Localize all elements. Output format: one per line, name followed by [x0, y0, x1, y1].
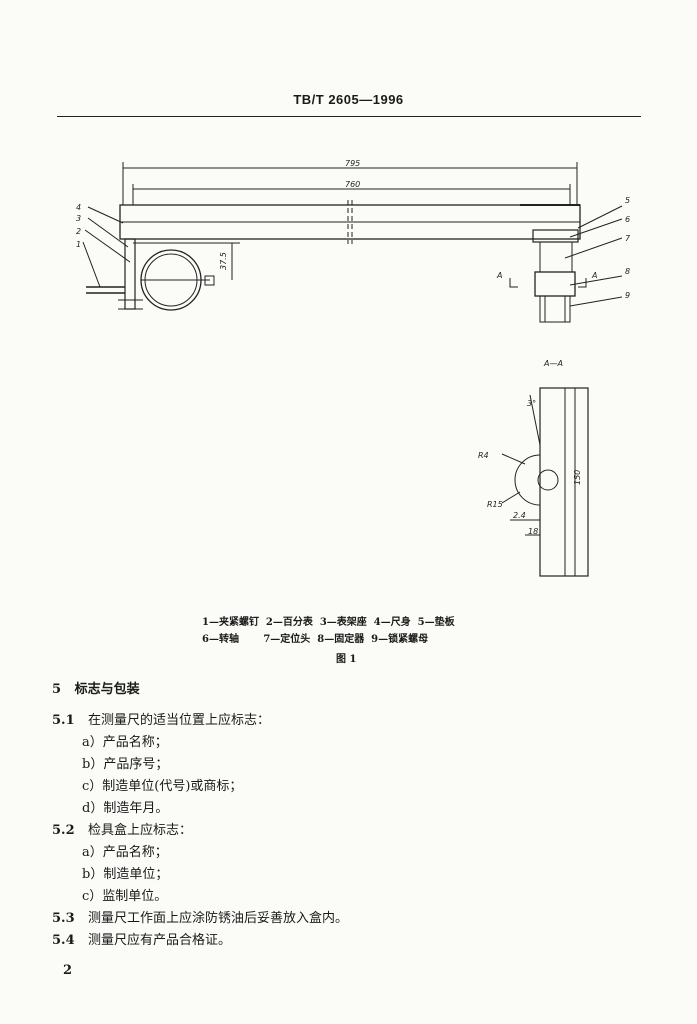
clause-text: 测量尺应有产品合格证。 [88, 933, 232, 948]
clause-5-1: 5.1 在测量尺的适当位置上应标志： [52, 709, 270, 728]
callout-1: 1 [76, 240, 81, 249]
section-number: 5 [52, 682, 62, 697]
callout-9: 9 [625, 291, 630, 300]
clause-number: 5.2 [52, 823, 75, 838]
dim-small: 18 [528, 527, 538, 536]
clause-number: 5.1 [52, 713, 75, 728]
callout-2: 2 [76, 227, 81, 236]
header-rule [57, 116, 641, 117]
standard-code: TB/T 2605—1996 [293, 92, 404, 107]
dim-r-top: R4 [478, 451, 489, 460]
list-item: a）产品名称； [82, 845, 168, 860]
clause-text: 在测量尺的适当位置上应标志： [88, 713, 271, 728]
technical-drawing: 795 760 37.5 150 3° R4 R15 2.4 18 A—A A … [76, 159, 631, 577]
list-item: b）产品序号； [82, 757, 169, 772]
clause-5-3: 5.3 测量尺工作面上应涂防锈油后妥善放入盒内。 [52, 907, 348, 926]
section-title-mark: A—A [543, 359, 563, 368]
dim-offset: 2.4 [513, 511, 526, 520]
dim-inner: 760 [345, 180, 360, 189]
list-item: c）监制单位。 [82, 889, 168, 904]
figure-caption: 图 1 [336, 654, 357, 665]
section-mark-right: A [591, 271, 597, 280]
callout-5: 5 [625, 196, 630, 205]
figure-legend-row-1: 1—夹紧螺钉 2—百分表 3—表架座 4—尺身 5—垫板 [202, 617, 455, 628]
clause-text: 检具盒上应标志： [88, 823, 193, 838]
list-item: d）制造年月。 [82, 801, 169, 816]
list-item: a）产品名称； [82, 735, 168, 750]
dim-angle: 3° [527, 399, 536, 408]
callout-7: 7 [625, 234, 631, 243]
clause-5-4: 5.4 测量尺应有产品合格证。 [52, 929, 231, 948]
dim-section-height: 150 [573, 470, 582, 485]
callout-8: 8 [625, 267, 630, 276]
page-number: 2 [63, 963, 73, 978]
clause-5-2: 5.2 检具盒上应标志： [52, 819, 192, 838]
dim-overall: 795 [345, 159, 360, 168]
dim-r-mid: R15 [487, 500, 503, 509]
callout-6: 6 [625, 215, 630, 224]
section-heading: 5 标志与包装 [52, 678, 140, 697]
figure-legend-row-2: 6—转轴 7—定位头 8—固定器 9—锁紧螺母 [202, 634, 429, 645]
list-item: c）制造单位(代号)或商标； [82, 779, 243, 794]
dim-height: 37.5 [219, 252, 228, 270]
callout-3: 3 [76, 214, 81, 223]
section-mark-left: A [496, 271, 502, 280]
clause-text: 测量尺工作面上应涂防锈油后妥善放入盒内。 [88, 911, 349, 926]
callout-4: 4 [76, 203, 81, 212]
clause-number: 5.3 [52, 911, 75, 926]
clause-number: 5.4 [52, 933, 75, 948]
section-title-text: 标志与包装 [74, 682, 140, 697]
list-item: b）制造单位； [82, 867, 169, 882]
